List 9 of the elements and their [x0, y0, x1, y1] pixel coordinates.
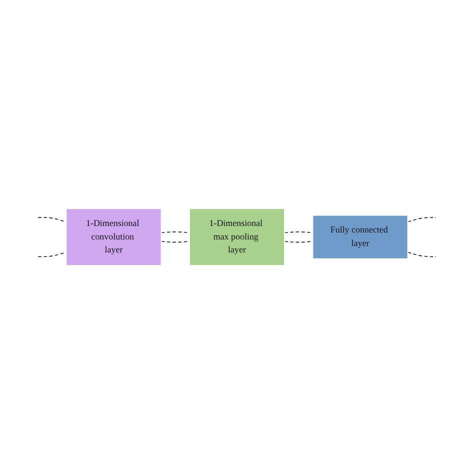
connector	[284, 231, 314, 234]
node-box: 1-Dimensional max pooling layer	[188, 208, 286, 266]
connector	[160, 231, 190, 234]
connector	[284, 240, 314, 243]
connector	[160, 240, 190, 243]
node-box: Fully connected layer	[312, 214, 408, 260]
connector	[407, 252, 436, 258]
connector	[407, 216, 436, 222]
node-box: 1-Dimensional convolution layer	[66, 208, 162, 266]
